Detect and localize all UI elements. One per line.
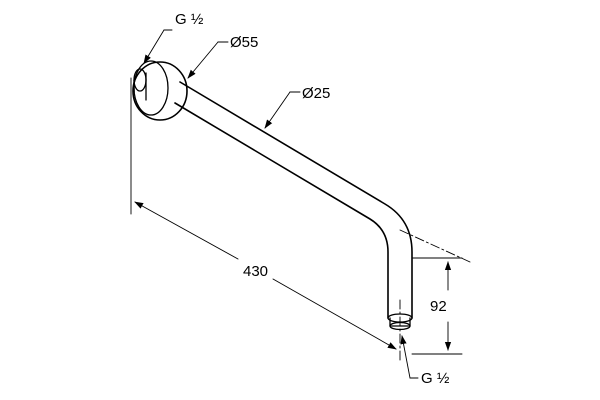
arm-tube — [174, 81, 413, 331]
wall-flange — [132, 60, 188, 121]
center-lines — [399, 229, 471, 361]
extension-lines — [130, 77, 463, 355]
inlet-thread-label: G ½ — [175, 11, 204, 28]
leader-lines — [143, 29, 419, 379]
arm-length-label: 430 — [243, 263, 268, 280]
outlet-thread-label: G ½ — [421, 370, 450, 387]
flange-diameter-label: Ø55 — [230, 34, 258, 51]
drop-height-label: 92 — [430, 298, 447, 315]
length-dimension — [134, 201, 397, 350]
arm-diameter-label: Ø25 — [302, 85, 330, 102]
